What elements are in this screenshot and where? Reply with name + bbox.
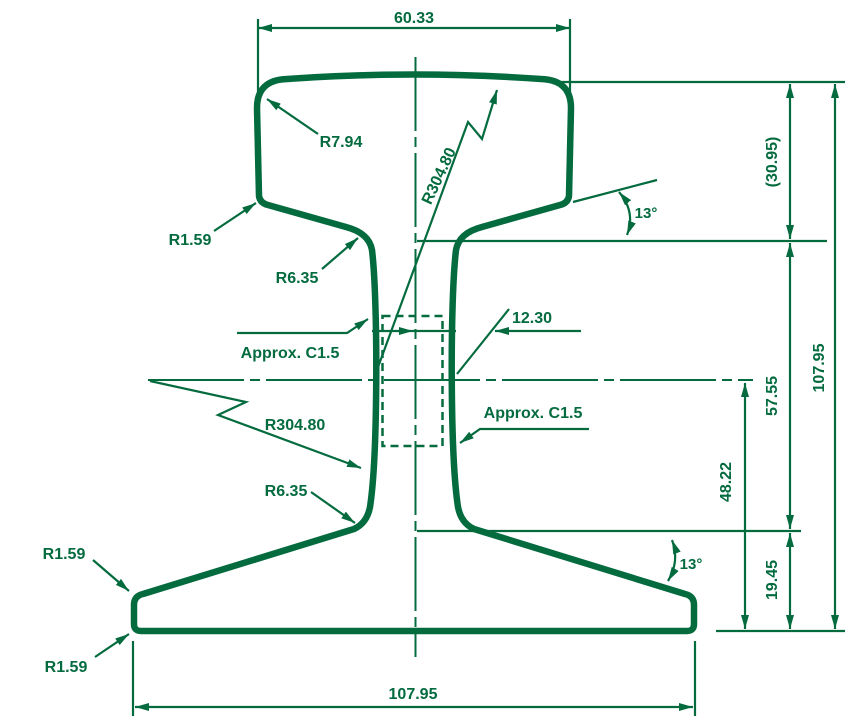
leader-web-thickness-diagonal (456, 308, 510, 375)
leader-head-web-fillet (321, 237, 359, 270)
leader-base-web-fillet (310, 491, 356, 524)
label-head-edge-radius: R1.59 (169, 232, 212, 249)
label-head-web-fillet-radius: R6.35 (276, 270, 319, 287)
leader-web-chamfer-left (237, 318, 369, 335)
label-overall-height: 107.95 (811, 343, 828, 392)
label-fishing-height: 57.55 (764, 376, 781, 416)
angle-arc-head-underside (618, 191, 636, 236)
label-head-depth: (30.95) (764, 137, 781, 188)
label-head-corner-radius: R7.94 (320, 134, 363, 151)
leader-head-corner-radius (266, 98, 319, 135)
leader-head-crown-radius (372, 89, 499, 379)
label-base-corner-radius-top: R1.59 (43, 546, 86, 563)
label-web-chamfer-left: Approx. C1.5 (241, 345, 340, 362)
label-base-top-angle: 13° (680, 556, 703, 573)
leader-base-corner-bottom (94, 633, 130, 658)
extension-line-head-underside (572, 178, 658, 204)
leader-head-edge-radius (213, 202, 257, 232)
web-thickness-reference-dashed-box (381, 314, 444, 448)
label-web-face-radius: R304.80 (265, 417, 326, 434)
label-head-width: 60.33 (394, 10, 434, 27)
rail-profile-outline (130, 71, 698, 635)
label-base-width: 107.95 (389, 686, 438, 703)
leader-base-corner-top (92, 559, 130, 592)
label-head-underside-angle: 13° (635, 205, 658, 222)
label-web-chamfer-right: Approx. C1.5 (484, 405, 583, 422)
label-base-seat-height: 48.22 (718, 462, 735, 502)
label-base-corner-radius-bottom: R1.59 (45, 659, 88, 676)
label-web-thickness: 12.30 (512, 310, 552, 327)
label-base-height: 19.45 (764, 560, 781, 600)
label-base-web-fillet-radius: R6.35 (265, 483, 308, 500)
leader-web-face-radius (149, 379, 362, 470)
leader-web-chamfer-right (459, 427, 589, 444)
angle-arc-base-top (667, 539, 681, 582)
